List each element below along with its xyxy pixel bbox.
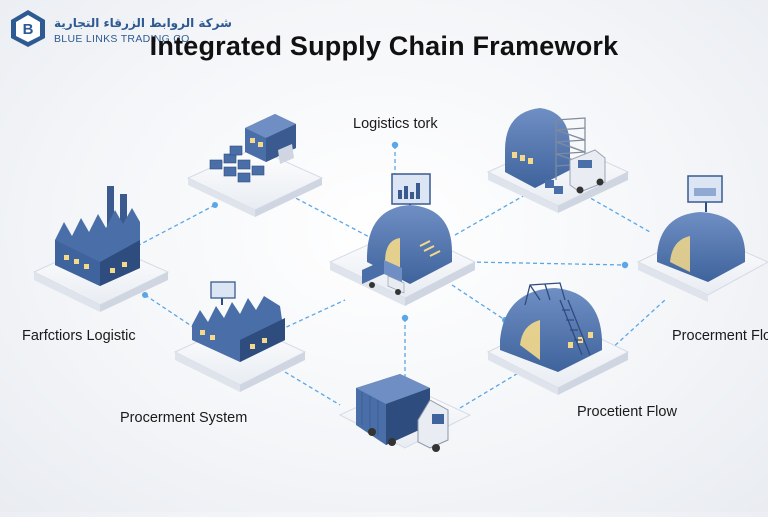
chart-sign-icon	[391, 173, 431, 205]
label-procurement-flow-right: Procerment Flo	[672, 328, 768, 344]
factory-node	[32, 186, 170, 312]
central-hub-node	[328, 173, 477, 306]
procurement-factory-node	[173, 281, 307, 392]
logo-arabic-text: شركة الروابط الزرقاء التجارية	[54, 16, 232, 30]
crane-depot-node	[486, 108, 630, 213]
crane-hangar-node	[486, 282, 630, 395]
chart-sign-icon	[687, 175, 723, 212]
container-truck-node	[338, 374, 472, 452]
label-procurement-system: Procerment System	[120, 410, 248, 426]
procurement-hangar-node	[636, 175, 768, 302]
brand-logo: B شركة الروابط الزرقاء التجارية BLUE LIN…	[6, 6, 232, 52]
svg-text:B: B	[23, 21, 34, 38]
truck-icon	[362, 260, 405, 295]
warehouse-crates-node	[186, 114, 324, 217]
label-logistics-network: Logistics tork	[353, 116, 438, 132]
crane-icon	[555, 117, 586, 185]
truck-icon	[569, 149, 606, 194]
container-truck-icon	[356, 374, 449, 452]
page-title: Integrated Supply Chain Framework	[149, 31, 619, 61]
crane-icon	[524, 282, 591, 356]
chart-sign-icon	[210, 281, 236, 305]
label-procurement-flow-bottom: Procetient Flow	[577, 404, 677, 420]
logo-english-text: BLUE LINKS TRADING CO.	[54, 33, 193, 45]
label-factories-logistics: Farfctiors Logistic	[22, 328, 136, 344]
brand-logo-icon: B	[11, 10, 45, 47]
